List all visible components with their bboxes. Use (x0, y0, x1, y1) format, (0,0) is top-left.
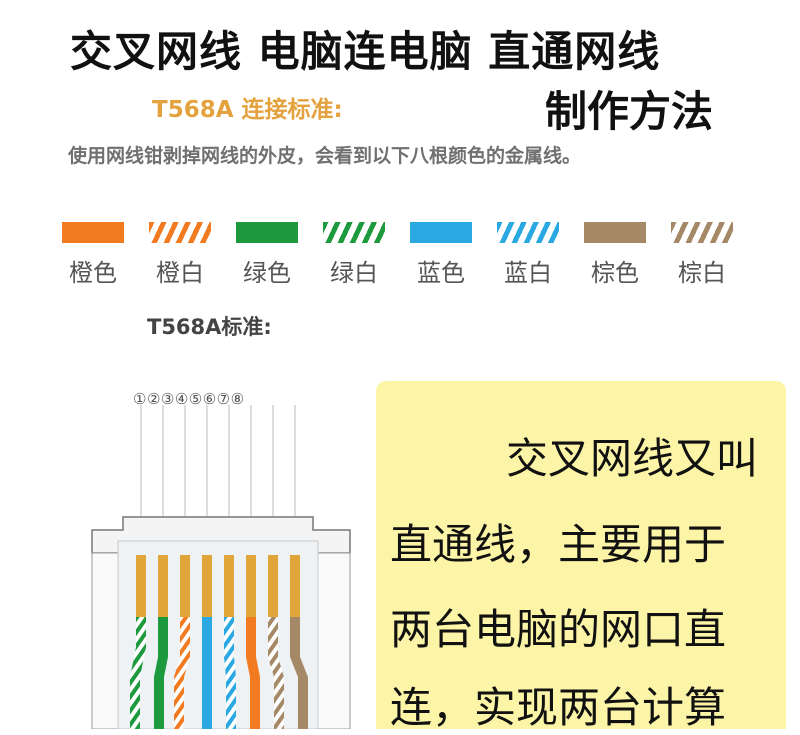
standard-label: T568A标准: (147, 315, 272, 339)
wire-swatch-3-icon (236, 222, 298, 243)
callout-box (376, 381, 786, 729)
wire-label-8: 棕白 (678, 259, 726, 287)
wire-swatch-2-icon (149, 222, 211, 243)
rj45-connector-diagram (91, 405, 351, 729)
wire-swatch-4-icon (323, 222, 385, 243)
callout-line-2: 直通线，主要用于 (390, 520, 727, 569)
wire-label-7: 棕色 (591, 259, 639, 287)
callout-line-3: 两台电脑的网口直 (390, 605, 727, 654)
page-title: 交叉网线 电脑连电脑 直通网线 (70, 27, 661, 76)
wire-swatch-7-icon (584, 222, 646, 243)
wire-label-4: 绿白 (330, 259, 378, 287)
wire-label-1: 橙色 (69, 259, 117, 287)
wire-swatch-8-icon (671, 222, 733, 243)
page-title-line-2: 制作方法 (545, 87, 714, 136)
wire-label-5: 蓝色 (417, 259, 465, 287)
callout-line-4: 连，实现两台计算 (390, 683, 727, 732)
wire-label-3: 绿色 (243, 259, 291, 287)
wire-label-6: 蓝白 (504, 259, 552, 287)
callout-line-1: 交叉网线又叫 (505, 434, 758, 483)
pin-numbers: ①②③④⑤⑥⑦⑧ (133, 390, 245, 408)
wire-swatch-6-icon (497, 222, 559, 243)
standard-heading: T568A 连接标准: (152, 97, 343, 123)
wire-label-2: 橙白 (156, 259, 204, 287)
wire-swatch-1-icon (62, 222, 124, 243)
instruction-text: 使用网线钳剥掉网线的外皮，会看到以下八根颜色的金属线。 (68, 145, 582, 167)
wire-swatch-5-icon (410, 222, 472, 243)
